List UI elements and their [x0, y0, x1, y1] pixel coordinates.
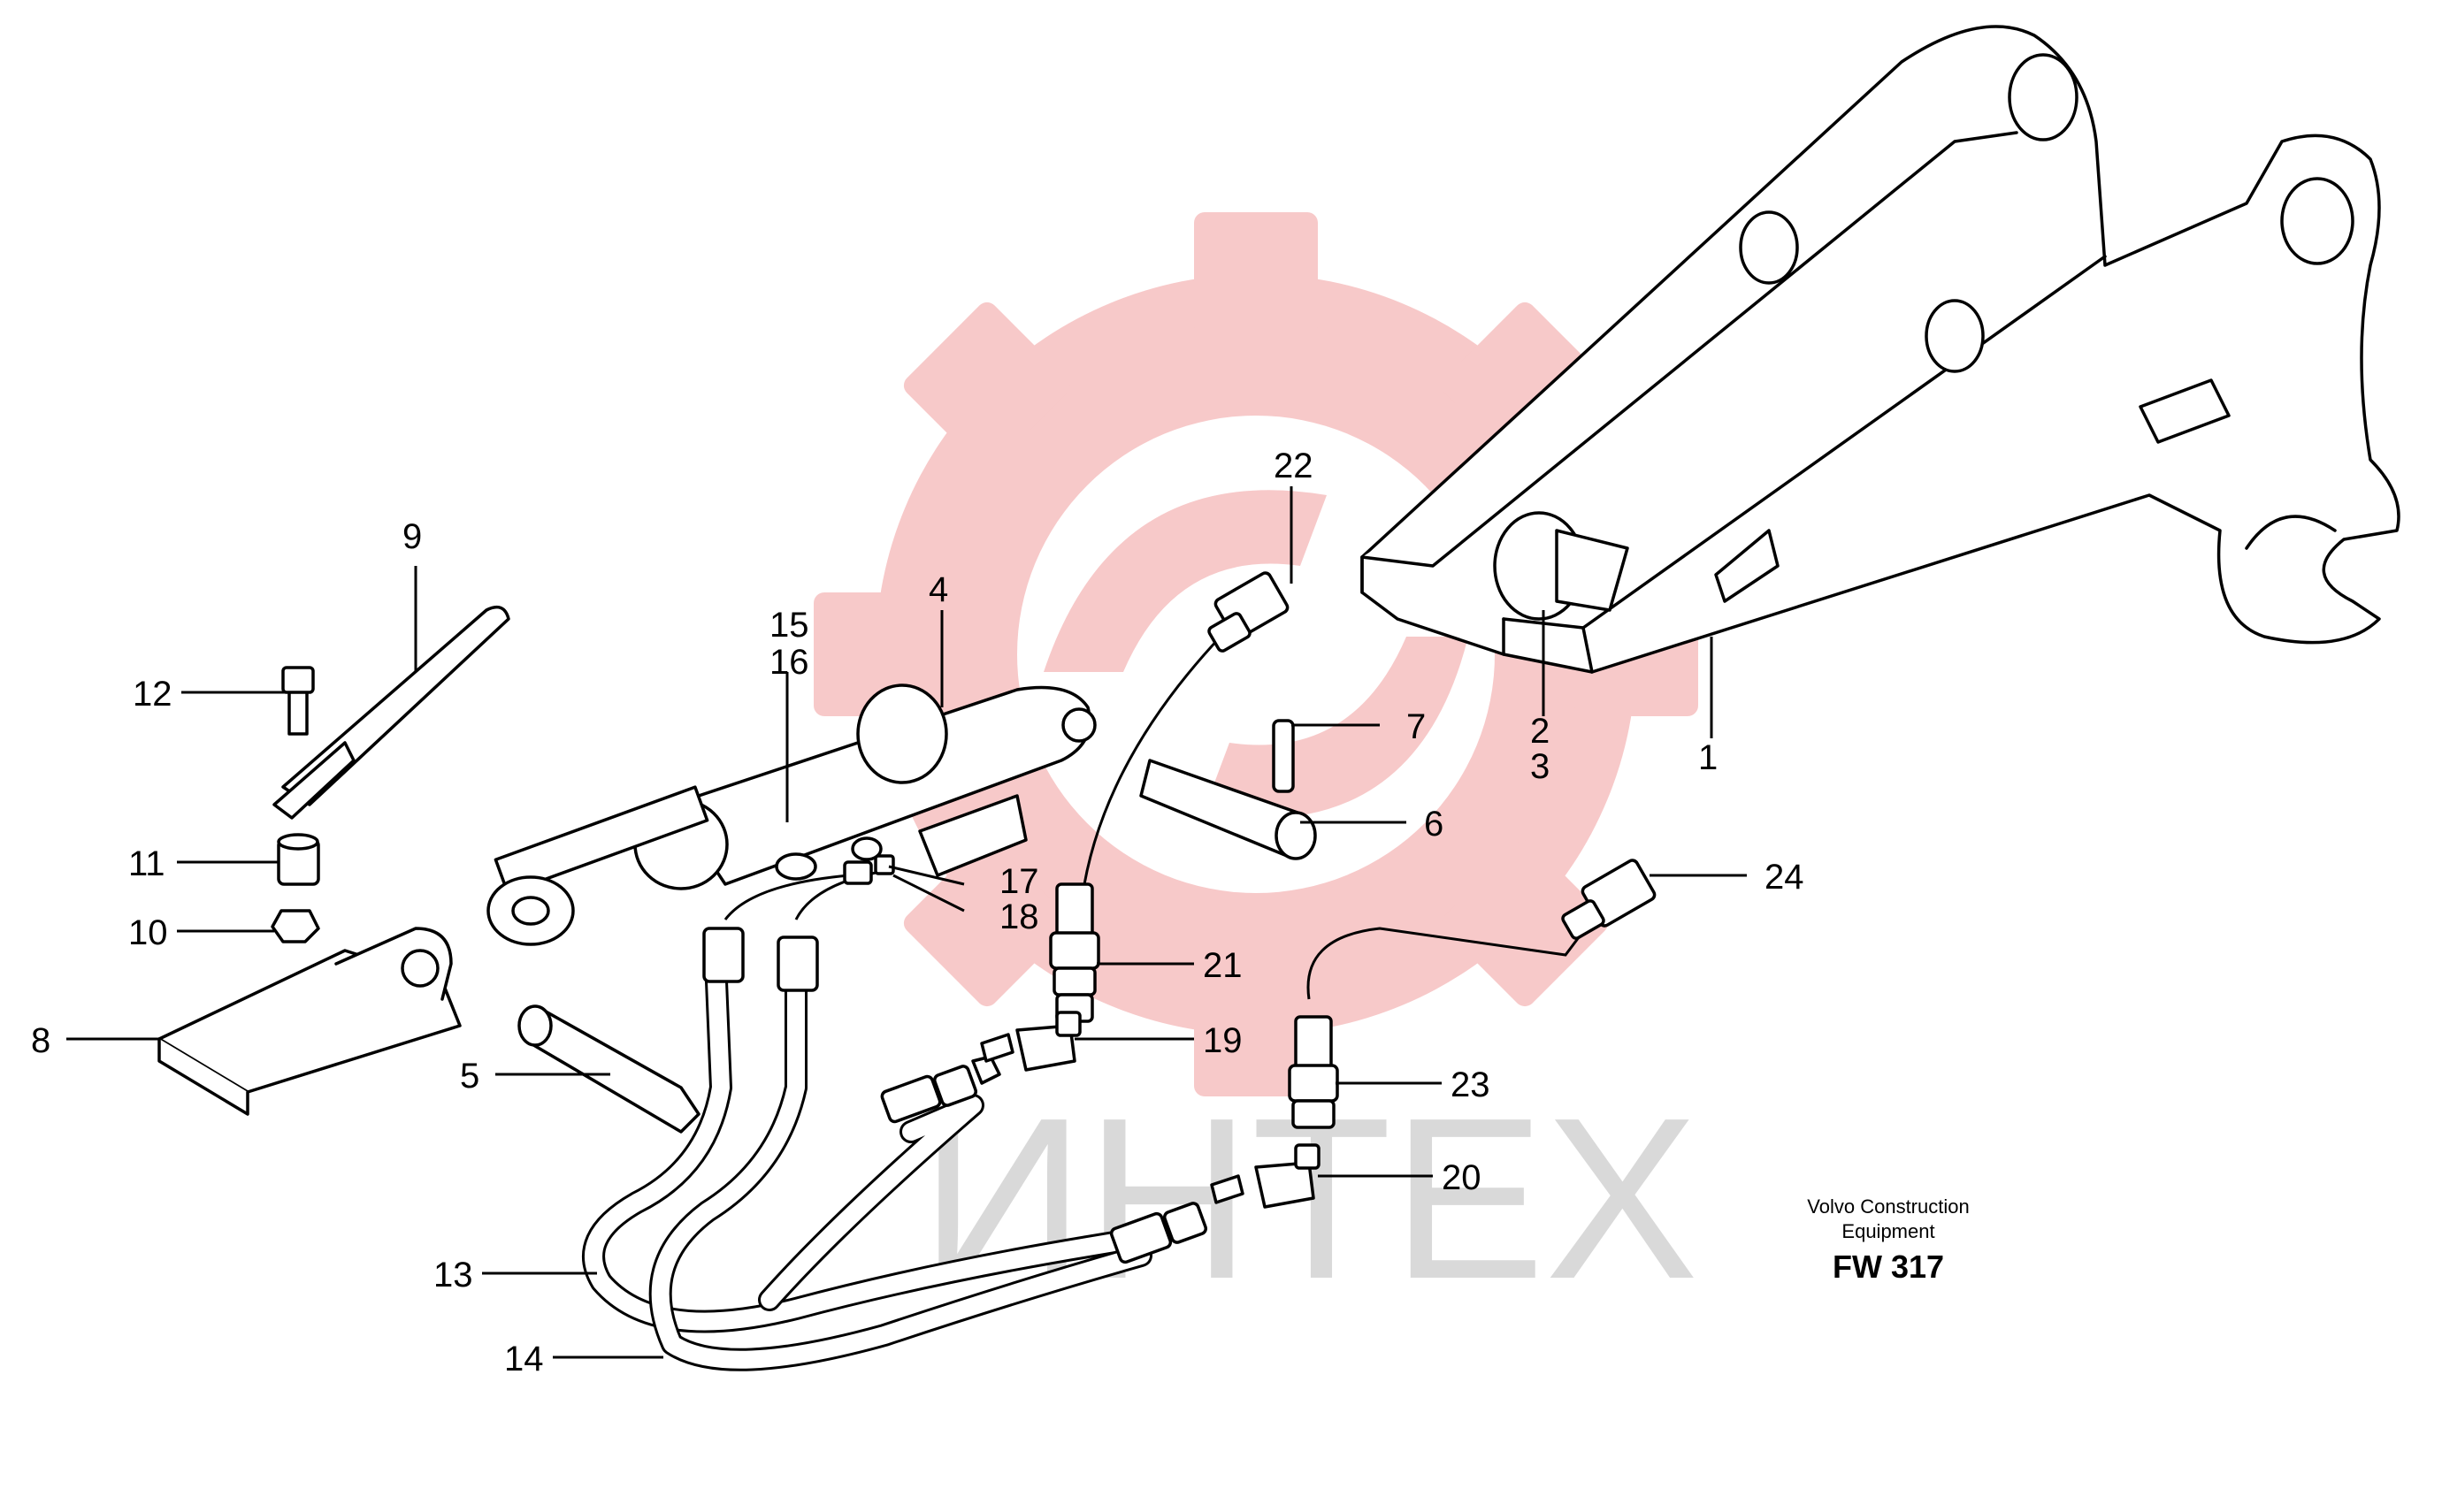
callout-9: 9	[402, 517, 422, 556]
pin-part-5	[517, 1004, 700, 1134]
footer-code: FW 317	[1833, 1249, 1944, 1285]
callout-23: 23	[1451, 1065, 1490, 1104]
nut-part-10	[271, 909, 320, 943]
rod-part-9	[272, 605, 510, 820]
callout-15: 15	[769, 606, 809, 645]
hose-fittings	[702, 927, 1208, 1264]
footer-line1: Volvo Construction	[1807, 1195, 1969, 1218]
callout-17: 17	[999, 862, 1039, 901]
gear-tooth	[1194, 973, 1318, 1096]
sensor-part-24	[1561, 859, 1657, 940]
callout-22: 22	[1274, 447, 1313, 485]
callout-24: 24	[1765, 858, 1804, 897]
callout-8: 8	[31, 1021, 50, 1060]
callout-16: 16	[769, 643, 809, 682]
callout-5: 5	[460, 1057, 479, 1096]
callout-6: 6	[1424, 805, 1443, 844]
callout-18: 18	[999, 897, 1039, 936]
callout-1: 1	[1698, 738, 1718, 777]
gear-tooth	[1194, 212, 1318, 336]
callout-19: 19	[1203, 1021, 1243, 1060]
gear-tooth	[903, 840, 1070, 1007]
footer-line2: Equipment	[1841, 1220, 1934, 1242]
pin-part-7	[1272, 719, 1295, 793]
sensor-part-22	[1207, 571, 1290, 653]
callout-3: 3	[1530, 747, 1550, 786]
callout-4: 4	[929, 570, 948, 609]
gear-tooth	[903, 302, 1070, 469]
fitting-part-17-18	[843, 854, 895, 885]
screw-part-12	[281, 666, 315, 736]
elbow-part-19	[980, 1011, 1082, 1072]
pin-part-6	[1139, 759, 1317, 860]
adapter-part-21	[1049, 882, 1100, 1023]
bushing-part-11	[277, 833, 320, 886]
callout-2: 2	[1530, 712, 1550, 751]
elbow-part-20	[1210, 1143, 1321, 1209]
hose-part-13	[582, 970, 1152, 1333]
callout-11: 11	[128, 844, 165, 883]
callout-21: 21	[1203, 946, 1243, 985]
callout-12: 12	[133, 675, 172, 714]
lock-plate-part-8	[157, 927, 462, 1116]
callout-10: 10	[128, 913, 168, 952]
adapter-part-23	[1288, 1015, 1339, 1129]
leader-lines	[66, 486, 1747, 1359]
hose-part-14	[648, 970, 1152, 1371]
gear-tooth	[1442, 840, 1609, 1007]
callout-labels: 1 2 3 4 5 6 7 8 9 10 11 12 13 14 15 16 1…	[31, 447, 1804, 1378]
callout-14: 14	[504, 1340, 544, 1378]
callout-7: 7	[1406, 707, 1426, 746]
callout-13: 13	[433, 1256, 473, 1294]
callout-20: 20	[1442, 1158, 1481, 1197]
footer-block: Volvo Construction Equipment FW 317	[1807, 1195, 1969, 1285]
hydraulic-cylinder	[486, 683, 1097, 946]
quick-coupler-frame	[1360, 25, 2400, 674]
